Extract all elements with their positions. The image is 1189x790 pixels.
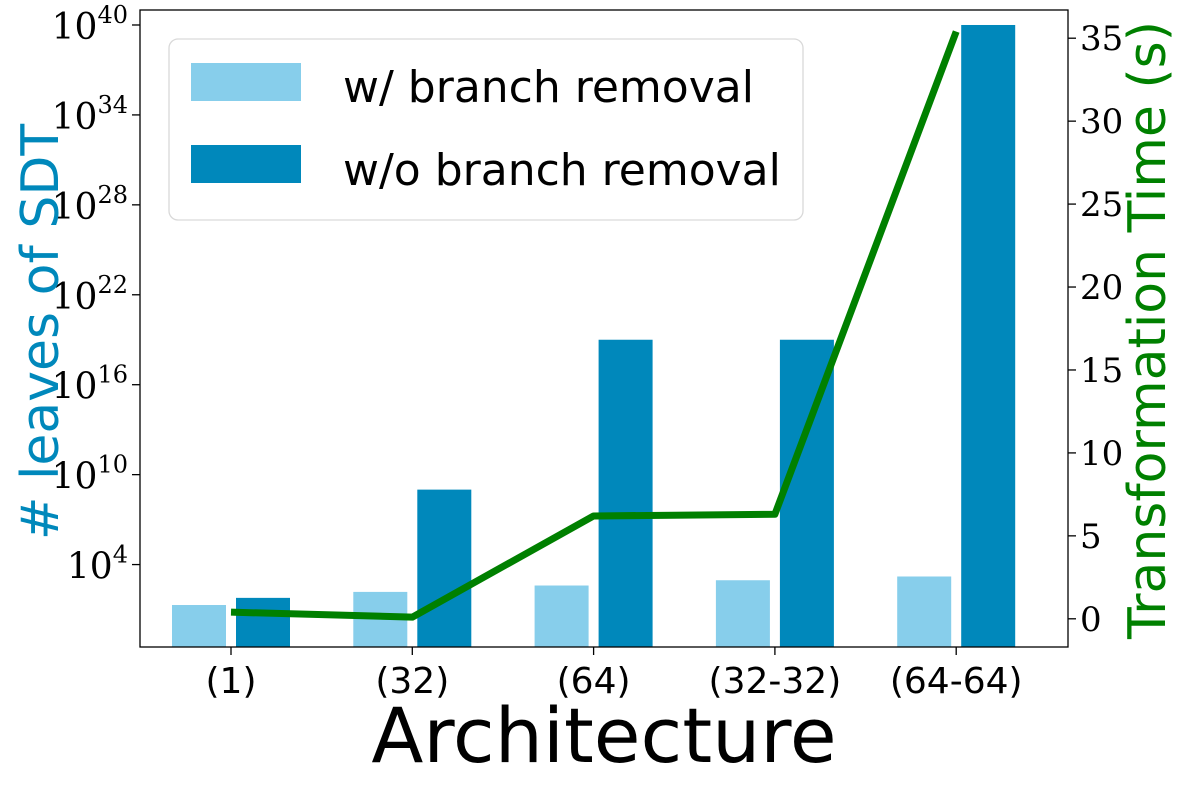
bar-with-branch-removal-0 xyxy=(172,605,226,647)
x-axis: (1) (32) (64) (32-32) (64-64) xyxy=(206,647,1023,702)
right-tick-label-10: 10 xyxy=(1080,434,1123,474)
x-tick-label-1: (32) xyxy=(375,661,449,702)
left-axis: 104 1010 1016 1022 1028 1034 1040 xyxy=(52,1,140,588)
bar-without-branch-removal-1 xyxy=(417,489,472,647)
x-axis-label: Architecture xyxy=(371,691,836,780)
y-axis-left-label: # leaves of SDT xyxy=(11,124,71,540)
left-tick-label-10: 1010 xyxy=(52,451,128,498)
left-tick-label-22: 1022 xyxy=(52,271,128,318)
right-tick-label-30: 30 xyxy=(1080,102,1123,142)
bar-with-branch-removal-3 xyxy=(715,580,770,647)
x-tick-label-3: (32-32) xyxy=(709,661,842,702)
legend-box xyxy=(168,38,804,221)
right-tick-label-15: 15 xyxy=(1080,351,1123,391)
legend: w/ branch removal w/o branch removal xyxy=(168,38,804,221)
bar-with-branch-removal-4 xyxy=(897,576,952,647)
bar-without-branch-removal-2 xyxy=(598,339,653,647)
legend-label-w-branch-removal: w/ branch removal xyxy=(343,62,754,113)
bar-without-branch-removal-0 xyxy=(236,597,290,647)
left-tick-label-28: 1028 xyxy=(52,181,128,228)
x-tick-label-0: (1) xyxy=(206,661,257,702)
line-group xyxy=(230,30,960,621)
x-tick-label-2: (64) xyxy=(557,661,631,702)
right-tick-label-35: 35 xyxy=(1080,19,1123,59)
right-tick-label-20: 20 xyxy=(1080,268,1123,308)
legend-swatch-wo-branch-removal xyxy=(191,145,301,183)
legend-swatch-w-branch-removal xyxy=(191,63,301,101)
left-tick-label-34: 1034 xyxy=(52,91,128,138)
right-tick-label-5: 5 xyxy=(1080,517,1102,557)
right-tick-label-0: 0 xyxy=(1080,600,1102,640)
right-tick-label-25: 25 xyxy=(1080,185,1123,225)
bars-group xyxy=(172,24,1016,648)
left-tick-label-4: 104 xyxy=(67,541,128,588)
bar-with-branch-removal-2 xyxy=(534,585,589,647)
left-tick-label-16: 1016 xyxy=(52,361,128,408)
right-axis: 0 5 10 15 20 25 30 35 xyxy=(1068,19,1123,640)
legend-label-wo-branch-removal: w/o branch removal xyxy=(343,145,781,196)
plot-frame xyxy=(139,9,1069,648)
left-tick-label-40: 1040 xyxy=(52,1,128,48)
y-axis-right-label: Transformation Time (s) xyxy=(1118,21,1178,640)
x-tick-label-4: (64-64) xyxy=(890,661,1023,702)
bar-without-branch-removal-4 xyxy=(961,24,1016,648)
